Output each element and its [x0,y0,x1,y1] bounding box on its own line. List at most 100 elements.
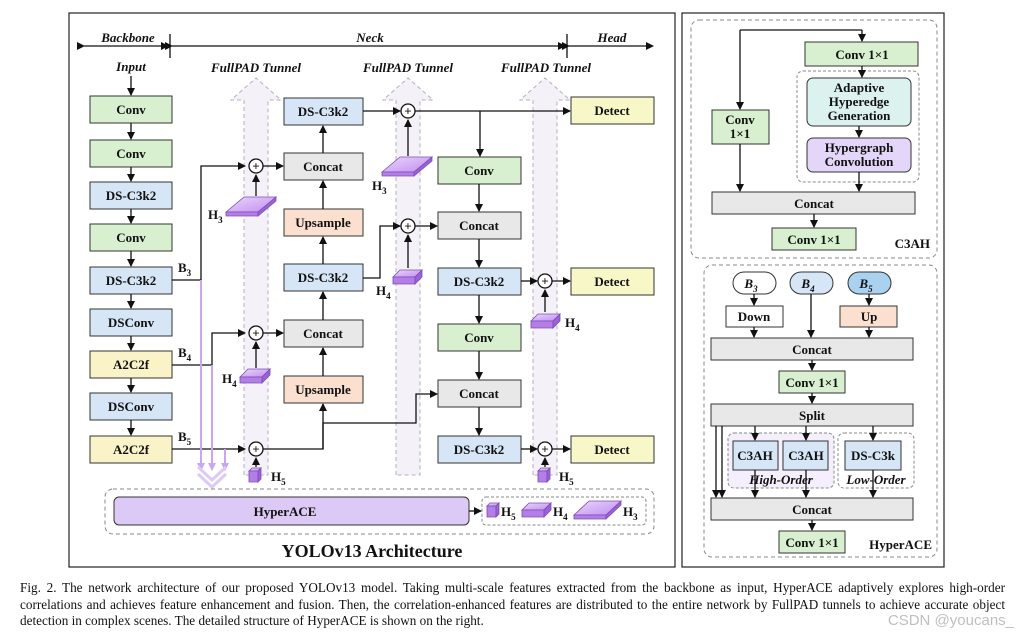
fullpad-tunnel-1 [229,77,283,476]
tunnel-label-2: FullPAD Tunnel [362,60,453,75]
backbone-label-3: DS-C3k2 [106,188,157,203]
input-b3-label: B3 [743,276,758,294]
neck1-upsample-mid [283,375,364,404]
backbone-label-5: DS-C3k2 [106,273,157,288]
neck1-upsample-top [283,208,364,237]
svg-text:+: + [252,159,259,174]
c3ah-block-b [782,440,829,471]
svg-text:+: + [252,442,259,457]
h4-cube-c [530,313,561,329]
c3ah-conv-top-label: Conv 1×1 [835,47,888,62]
h4-cube-a [239,368,271,384]
input-b4-label: B4 [800,276,815,294]
neck2-ds-c3k2-mid [437,267,522,296]
c3ah-conv-left-label-1: Conv [725,112,755,127]
backbone-block-ds-c3k2-1 [89,181,173,210]
backbone-block-conv-3 [89,223,173,252]
neck-label: Neck [355,30,384,45]
c3ah-region [690,19,938,259]
hyperace-detail-region [703,264,938,558]
svg-text:+: + [404,219,411,234]
watermark: CSDN @youcans_ [887,612,1014,629]
hyperace-concat-2-label: Concat [792,502,832,517]
neck2-conv-mid [437,323,522,352]
c3ah-ahg-label-3: Generation [828,108,892,123]
fuse-node-a3: + [248,441,264,457]
neck2-concat-top [437,211,522,240]
h4-label-a: H4 [222,371,237,389]
figure-title: YOLOv13 Architecture [282,541,463,561]
c3ah-hgc-label-1: Hypergraph [825,140,894,155]
fuse-node-a2: + [248,325,264,341]
tunnel-label-3: FullPAD Tunnel [500,60,591,75]
backbone-label-4: Conv [116,230,146,245]
c3ah-conv-top [804,41,919,67]
backbone-label: Backbone [100,30,155,45]
h3-label-out: H3 [623,504,638,522]
input-label: Input [115,59,146,74]
h5-cube-out [486,502,500,518]
figure-caption: Fig. 2. The network architecture of our … [20,580,1005,628]
c3ah-concat-label: Concat [794,196,834,211]
backbone-label-9: A2C2f [113,442,150,457]
neck1-label-2: Concat [303,159,343,174]
detect-block-3 [570,435,655,464]
b5-label: B5 [178,429,192,447]
c3ah-conv-out [771,227,857,251]
neck1-label-5: Concat [303,326,343,341]
svg-text:+: + [404,104,411,119]
h4-label-b: H4 [376,283,391,301]
low-order-label: Low-Order [845,472,906,487]
neck2-conv-top [437,156,522,185]
hyperace-detail-title: HyperACE [869,537,932,552]
hyperace-label: HyperACE [254,504,317,519]
neck1-ds-c3k2-top [283,97,364,126]
neck2-label-3: DS-C3k2 [454,274,505,289]
c3ah-hgc-label-2: Convolution [825,154,894,169]
fuse-node-c2: + [537,441,553,457]
hyperace-concat-1-label: Concat [792,342,832,357]
neck2-ds-c3k2-bot [437,435,522,464]
neck2-label-4: Conv [464,330,494,345]
h4-cube-b [392,269,423,285]
dsc3k-block [844,440,902,471]
neck2-concat-bot [437,379,522,408]
detect-label-2: Detect [594,274,630,289]
h5-cube-a [248,467,262,483]
tunnel-label-1: FullPAD Tunnel [210,60,301,75]
backbone-block-conv-2 [89,139,173,168]
b4-label: B4 [178,345,192,363]
detect-label-1: Detect [594,103,630,118]
down-label: Down [738,309,771,324]
c3ah-conv-left-label-2: 1×1 [730,126,750,141]
hyperace-conv-1-label: Conv 1×1 [785,375,838,390]
h3-label-a: H3 [208,207,223,225]
c3ah-block-b-label: C3AH [788,448,823,463]
fuse-node-c1: + [537,273,553,289]
c3ah-ahg-label-1: Adaptive [834,80,885,95]
hyperace-conv-2 [778,530,846,554]
input-b5-label: B5 [858,276,873,294]
neck1-label-3: Upsample [295,215,351,230]
hyperace-conv-2-label: Conv 1×1 [785,535,838,550]
h3-cube-b [380,156,434,177]
h5-label-out: H5 [501,504,516,522]
neck1-label-4: DS-C3k2 [298,270,349,285]
h3-cube-out [572,500,623,520]
h4-label-out: H4 [553,504,568,522]
h4-label-c: H4 [565,315,580,333]
c3ah-block-a-label: C3AH [737,448,772,463]
neck2-label-2: Concat [459,218,499,233]
backbone-block-dsconv-2 [89,392,173,421]
high-order-label: High-Order [748,472,814,487]
architecture-figure: Backbone Neck Head FullPAD Tunnel FullPA… [68,12,945,568]
main-panel [68,12,676,568]
backbone-label-8: DSConv [108,399,155,414]
fuse-node-a1: + [248,158,264,174]
split-block [710,403,914,427]
h3-cube-a [224,196,278,217]
svg-text:+: + [252,326,259,341]
c3ah-block-a [732,440,779,471]
h3-label-b: H3 [372,178,387,196]
h5-label-a: H5 [271,469,286,487]
